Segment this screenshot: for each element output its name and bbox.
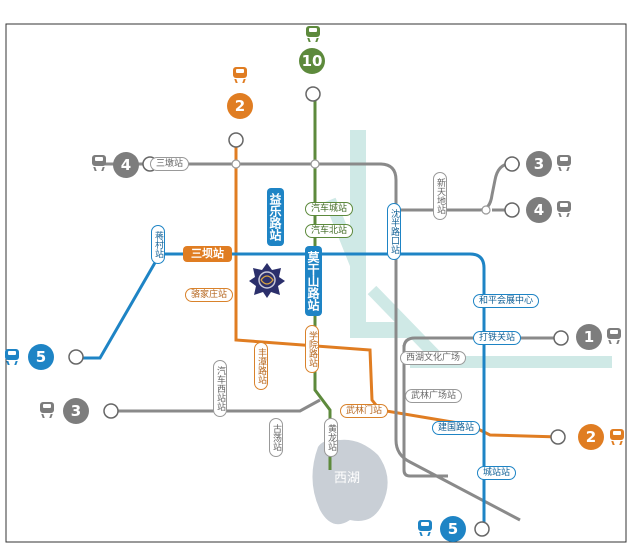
line1-south xyxy=(402,345,448,478)
line1-badge-east: 1 xyxy=(576,324,602,350)
station-qichexizhan[interactable]: 汽车西站站 xyxy=(213,360,227,417)
terminal-line5-south xyxy=(474,521,490,537)
line3-route xyxy=(400,162,520,212)
line4-badge-west: 4 xyxy=(113,152,139,178)
station-fengtanluzhan[interactable]: 丰潭路站 xyxy=(254,342,268,390)
line10-badge: 10 xyxy=(299,48,325,74)
line5-badge-south: 5 xyxy=(440,516,466,542)
terminal-line4-east xyxy=(504,202,520,218)
train-icon xyxy=(92,155,106,171)
terminal-line2-north xyxy=(228,132,244,148)
station-qichebeizhan[interactable]: 汽车北站 xyxy=(305,224,354,238)
train-icon xyxy=(557,201,571,217)
train-icon xyxy=(40,402,54,418)
train-icon xyxy=(233,67,247,83)
station-xuezhanluzhan[interactable]: 学院路站 xyxy=(305,325,319,373)
station-gudangzhan[interactable]: 古荡站 xyxy=(269,418,283,457)
terminal-line2-east xyxy=(550,429,566,445)
west-lake-label: 西湖 xyxy=(334,471,361,486)
line3-badge-east: 3 xyxy=(526,151,552,177)
terminal-line3-east xyxy=(504,156,520,172)
line2-route xyxy=(234,140,561,439)
station-qichechengzhan[interactable]: 汽车城站 xyxy=(305,202,354,216)
station-chengzhanzhan[interactable]: 城站站 xyxy=(477,466,517,480)
terminal-line5-west xyxy=(68,349,84,365)
terminal-line3-west xyxy=(103,403,119,419)
station-xihuwenhua[interactable]: 西湖文化广场 xyxy=(400,351,467,365)
station-mogansanluzhan[interactable]: 莫干山路站 xyxy=(305,246,322,316)
line5-badge-west: 5 xyxy=(28,344,54,370)
river-channel xyxy=(350,130,410,338)
line3-badge-west: 3 xyxy=(63,398,89,424)
station-huanglongzhan[interactable]: 黄龙站 xyxy=(324,418,338,457)
station-yileluzhan[interactable]: 益乐路站 xyxy=(267,188,284,246)
map-frame xyxy=(5,23,627,543)
terminal-line10-north xyxy=(305,86,321,102)
terminal-line1-east xyxy=(553,330,569,346)
train-icon xyxy=(306,26,320,42)
station-luojiazhuangzhan[interactable]: 骆家庄站 xyxy=(185,288,234,302)
train-icon xyxy=(607,328,621,344)
station-datieguanzhan[interactable]: 打铁关站 xyxy=(473,331,522,345)
station-wulinmenzhan[interactable]: 武林门站 xyxy=(340,404,389,418)
station-sanbazhan[interactable]: 三坝站 xyxy=(183,246,232,262)
station-jiangcunzhan[interactable]: 蒋村站 xyxy=(151,225,165,264)
line2-badge-north: 2 xyxy=(227,93,253,119)
train-icon xyxy=(418,520,432,536)
river-diagonal xyxy=(367,285,445,365)
train-icon xyxy=(5,349,19,365)
train-icon xyxy=(557,155,571,171)
station-jianguoluzhan[interactable]: 建国路站 xyxy=(432,421,481,435)
station-xintiandi[interactable]: 新天地站 xyxy=(433,172,447,220)
line4-badge-east: 4 xyxy=(526,197,552,223)
line3-west xyxy=(110,398,321,413)
logo-emblem xyxy=(249,262,285,298)
station-wulinguangchang[interactable]: 武林广场站 xyxy=(405,389,463,403)
station-sanduntian[interactable]: 三墩站 xyxy=(150,157,190,171)
station-hepinghuizhan[interactable]: 和平会展中心 xyxy=(473,294,540,308)
line2-badge-east: 2 xyxy=(578,424,604,450)
train-icon xyxy=(610,429,624,445)
station-shenbanlukouzhan[interactable]: 沈半路口站 xyxy=(387,203,401,260)
